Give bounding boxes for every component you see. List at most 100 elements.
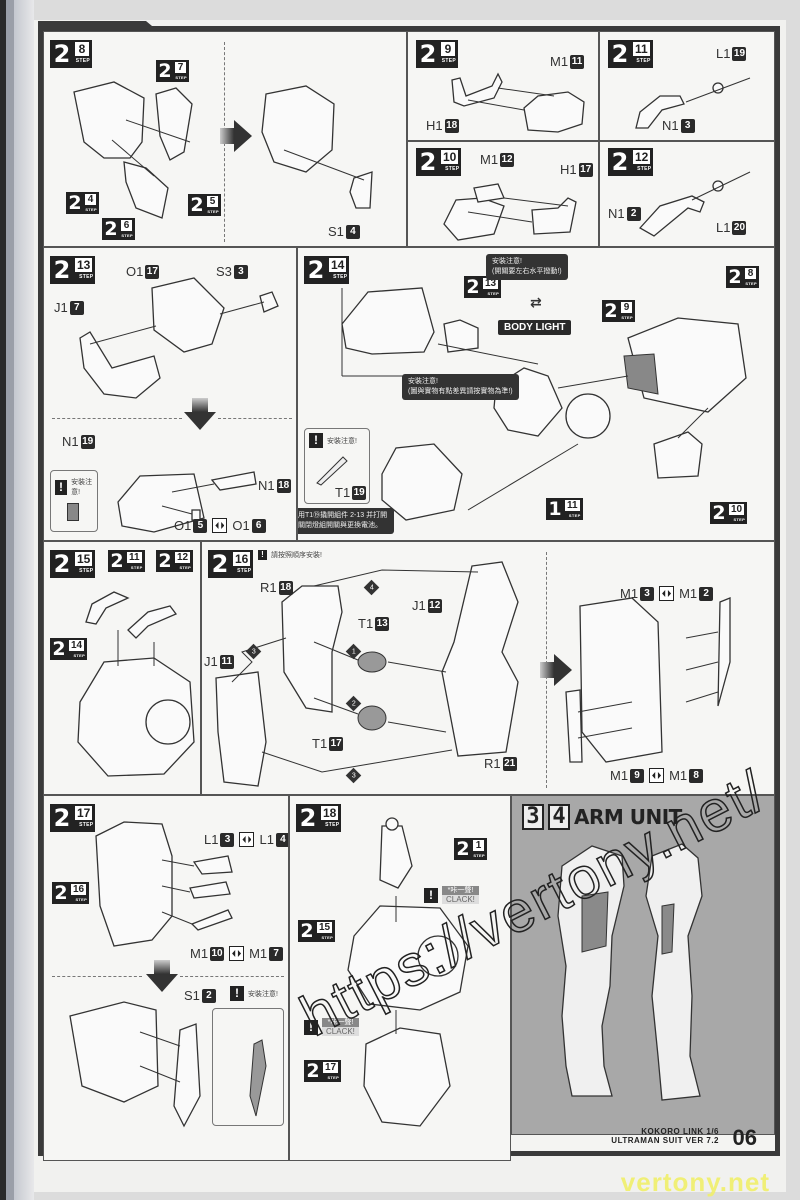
runner: M1 <box>620 586 639 601</box>
runner: L1 <box>716 46 731 61</box>
warning-icon: ! <box>309 433 323 448</box>
sequence-number: 3 <box>351 772 356 779</box>
clack-cn: *咔一聲! <box>322 1018 359 1027</box>
part-number: 17 <box>578 162 593 177</box>
runner: T1 <box>335 485 351 500</box>
ref-minor: 17 <box>322 1061 340 1074</box>
color-caution-note: 安裝注意! (圖與實物有點差異請按實物為準!) <box>402 374 519 400</box>
sequence-number: 4 <box>369 584 374 591</box>
ref-minor: 15 <box>316 921 334 934</box>
caution-header: ! 安裝注意! <box>309 433 357 448</box>
part-drawing <box>73 81 373 219</box>
ref-major: 2 <box>602 300 620 322</box>
ref-label: STEP <box>568 513 581 518</box>
step-label: STEP <box>79 568 94 574</box>
step-minor: 8 <box>74 41 90 57</box>
part-number: 17 <box>329 736 344 751</box>
step-label: STEP <box>636 58 651 64</box>
step-minor: 9 <box>440 41 456 57</box>
ref-major: 2 <box>108 550 126 572</box>
caution-text: 安裝注意! <box>327 437 357 445</box>
runner: O1 <box>174 518 192 533</box>
ref-label: STEP <box>75 897 88 902</box>
ref-label: STEP <box>85 207 97 212</box>
swap-icon <box>649 768 665 783</box>
ref-label: STEP <box>130 565 143 570</box>
part-drawing <box>69 821 267 1128</box>
runner: R1 <box>484 756 501 771</box>
part-number: 8 <box>689 768 704 783</box>
step-label: STEP <box>637 166 652 172</box>
ref-label: STEP <box>179 565 192 570</box>
runner: M1 <box>480 152 499 167</box>
runner: T1 <box>312 736 328 751</box>
runner: L1 <box>716 220 731 235</box>
ref-label: STEP <box>73 653 86 658</box>
ref-major: 2 <box>156 550 174 572</box>
runner: H1 <box>560 162 577 177</box>
step-major: 2 <box>608 148 632 176</box>
part-number: 19 <box>352 485 367 500</box>
divider <box>180 976 284 977</box>
clack-note: ! *咔一聲!CLACK! <box>424 886 479 904</box>
step-label: STEP <box>75 58 90 64</box>
part-number: 3 <box>233 264 248 279</box>
warning-icon: ! <box>55 479 68 495</box>
runner: M1 <box>669 768 688 783</box>
runner: M1 <box>679 586 698 601</box>
ref-label: STEP <box>473 853 485 858</box>
step-label: STEP <box>445 166 460 172</box>
body-light-label: BODY LIGHT <box>498 320 572 335</box>
warning-icon: ! <box>424 887 438 903</box>
sequence-number: 3 <box>251 648 256 655</box>
tool-drawing <box>316 456 348 486</box>
step-major: 2 <box>50 550 74 578</box>
step-major: 2 <box>296 804 320 832</box>
step-major: 2 <box>50 804 74 832</box>
runner: J1 <box>54 300 68 315</box>
clack-cn: *咔一聲! <box>442 886 479 895</box>
runner: N1 <box>662 118 679 133</box>
ref-label: STEP <box>327 1075 340 1080</box>
runner: H1 <box>426 118 443 133</box>
ref-major: 2 <box>102 218 120 240</box>
part-number: 11 <box>570 54 585 69</box>
section-major: 3 <box>522 804 544 830</box>
part-drawing <box>638 171 751 237</box>
ref-label: STEP <box>621 315 633 320</box>
part-number: 18 <box>276 478 291 493</box>
part-number: 21 <box>502 756 517 771</box>
step-minor: 17 <box>74 805 94 821</box>
part-number: 2 <box>201 988 216 1003</box>
step-minor: 16 <box>232 551 252 567</box>
part-number: 18 <box>444 118 459 133</box>
caution-box: !安裝注意! <box>50 470 98 532</box>
part-number: 5 <box>193 518 208 533</box>
ref-minor: 11 <box>564 499 581 512</box>
step-minor: 15 <box>74 551 94 567</box>
